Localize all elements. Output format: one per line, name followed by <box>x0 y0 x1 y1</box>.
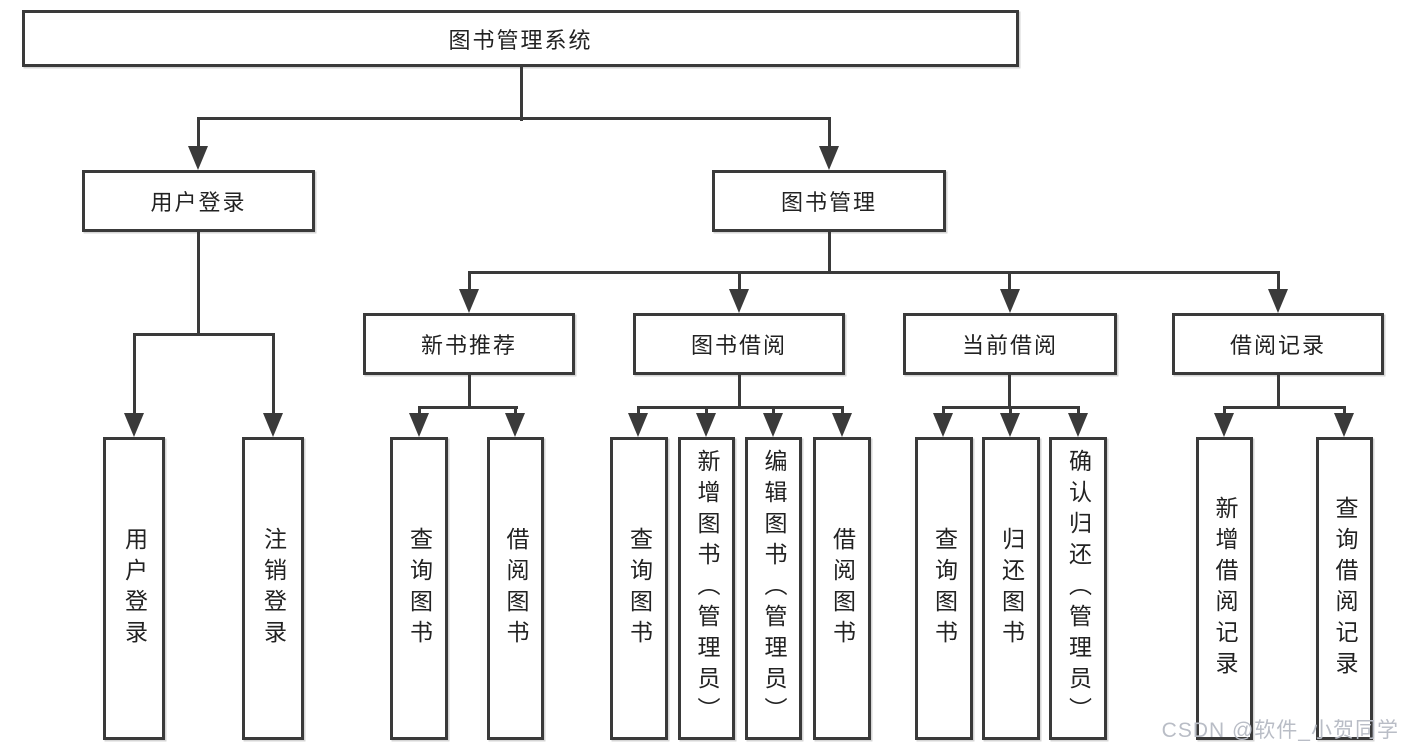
connector-line <box>468 271 471 290</box>
arrowhead-down-icon <box>763 413 783 437</box>
node-book-borrow: 图书借阅 <box>633 313 845 375</box>
connector-line <box>468 375 471 408</box>
leaf-current-query-label: 查询图书 <box>931 526 958 651</box>
node-book-mgmt: 图书管理 <box>712 170 946 232</box>
arrowhead-down-icon <box>628 413 648 437</box>
connector-line <box>772 406 775 415</box>
connector-line <box>1277 271 1280 290</box>
arrowhead-down-icon <box>696 413 716 437</box>
node-current-borrow: 当前借阅 <box>903 313 1117 375</box>
leaf-records-query: 查询借阅记录 <box>1316 437 1373 740</box>
connector-line <box>1277 375 1280 408</box>
leaf-current-query: 查询图书 <box>915 437 973 740</box>
arrowhead-down-icon <box>124 413 144 437</box>
arrowhead-down-icon <box>409 413 429 437</box>
node-book-mgmt-label: 图书管理 <box>780 190 877 215</box>
arrowhead-down-icon <box>933 413 953 437</box>
node-new-books-label: 新书推荐 <box>420 333 517 358</box>
leaf-logout-label: 注销登录 <box>260 526 287 651</box>
connector-line <box>705 406 708 415</box>
leaf-newbooks-borrow-label: 借阅图书 <box>503 526 529 651</box>
connector-line <box>828 117 831 150</box>
leaf-borrow-add-label: 新增图书（管理员） <box>694 449 720 728</box>
node-root-label: 图书管理系统 <box>448 27 593 53</box>
connector-line <box>1343 406 1346 415</box>
node-current-borrow-label: 当前借阅 <box>961 333 1058 358</box>
connector-line <box>637 406 844 409</box>
leaf-borrow-query: 查询图书 <box>610 437 668 740</box>
arrowhead-down-icon <box>1334 413 1354 437</box>
node-new-books: 新书推荐 <box>363 313 575 375</box>
node-borrow-records-label: 借阅记录 <box>1229 333 1326 358</box>
connector-line <box>197 117 831 120</box>
arrowhead-down-icon <box>1214 413 1234 437</box>
connector-line <box>1008 375 1011 408</box>
node-user-login: 用户登录 <box>82 170 315 232</box>
leaf-current-return: 归还图书 <box>982 437 1040 740</box>
arrowhead-down-icon <box>729 289 749 313</box>
leaf-borrow-edit: 编辑图书（管理员） <box>745 437 802 740</box>
connector-line <box>1009 406 1012 415</box>
leaf-current-confirm: 确认归还（管理员） <box>1049 437 1107 740</box>
leaf-current-confirm-label: 确认归还（管理员） <box>1065 449 1092 728</box>
leaf-newbooks-query-label: 查询图书 <box>406 526 433 651</box>
leaf-logout: 注销登录 <box>242 437 304 740</box>
arrowhead-down-icon <box>505 413 525 437</box>
arrowhead-down-icon <box>188 146 208 170</box>
connector-line <box>637 406 640 415</box>
node-book-borrow-label: 图书借阅 <box>690 333 787 358</box>
connector-line <box>738 375 741 408</box>
connector-line <box>197 117 200 150</box>
arrowhead-down-icon <box>819 146 839 170</box>
leaf-current-return-label: 归还图书 <box>998 526 1025 651</box>
connector-line <box>514 406 517 415</box>
connector-line <box>133 333 275 336</box>
connector-line <box>133 333 136 414</box>
connector-line <box>738 271 741 290</box>
watermark: CSDN @软件_小贺同学 <box>1161 719 1399 742</box>
leaf-records-add-label: 新增借阅记录 <box>1212 495 1238 682</box>
connector-line <box>520 67 523 121</box>
node-root: 图书管理系统 <box>22 10 1019 67</box>
leaf-borrow-borrow: 借阅图书 <box>813 437 871 740</box>
arrowhead-down-icon <box>263 413 283 437</box>
arrowhead-down-icon <box>1000 413 1020 437</box>
connector-line <box>828 232 831 274</box>
leaf-records-add: 新增借阅记录 <box>1196 437 1253 740</box>
leaf-borrow-borrow-label: 借阅图书 <box>829 526 856 651</box>
connector-line <box>418 406 421 415</box>
leaf-records-query-label: 查询借阅记录 <box>1332 495 1358 682</box>
arrowhead-down-icon <box>459 289 479 313</box>
leaf-borrow-add: 新增图书（管理员） <box>678 437 735 740</box>
node-borrow-records: 借阅记录 <box>1172 313 1384 375</box>
connector-line <box>1223 406 1346 409</box>
node-user-login-label: 用户登录 <box>150 190 247 215</box>
leaf-borrow-edit-label: 编辑图书（管理员） <box>761 449 787 728</box>
connector-line <box>272 333 275 414</box>
connector-line <box>468 271 1280 274</box>
connector-line <box>942 406 945 415</box>
arrowhead-down-icon <box>1268 289 1288 313</box>
leaf-newbooks-query: 查询图书 <box>390 437 448 740</box>
leaf-user-login-label: 用户登录 <box>121 526 148 651</box>
connector-line <box>197 232 200 336</box>
arrowhead-down-icon <box>832 413 852 437</box>
connector-line <box>1223 406 1226 415</box>
leaf-newbooks-borrow: 借阅图书 <box>487 437 544 740</box>
leaf-user-login: 用户登录 <box>103 437 165 740</box>
arrowhead-down-icon <box>1068 413 1088 437</box>
connector-line <box>418 406 518 409</box>
connector-line <box>1008 271 1011 290</box>
connector-line <box>841 406 844 415</box>
leaf-borrow-query-label: 查询图书 <box>626 526 653 651</box>
connector-line <box>1077 406 1080 415</box>
arrowhead-down-icon <box>1000 289 1020 313</box>
